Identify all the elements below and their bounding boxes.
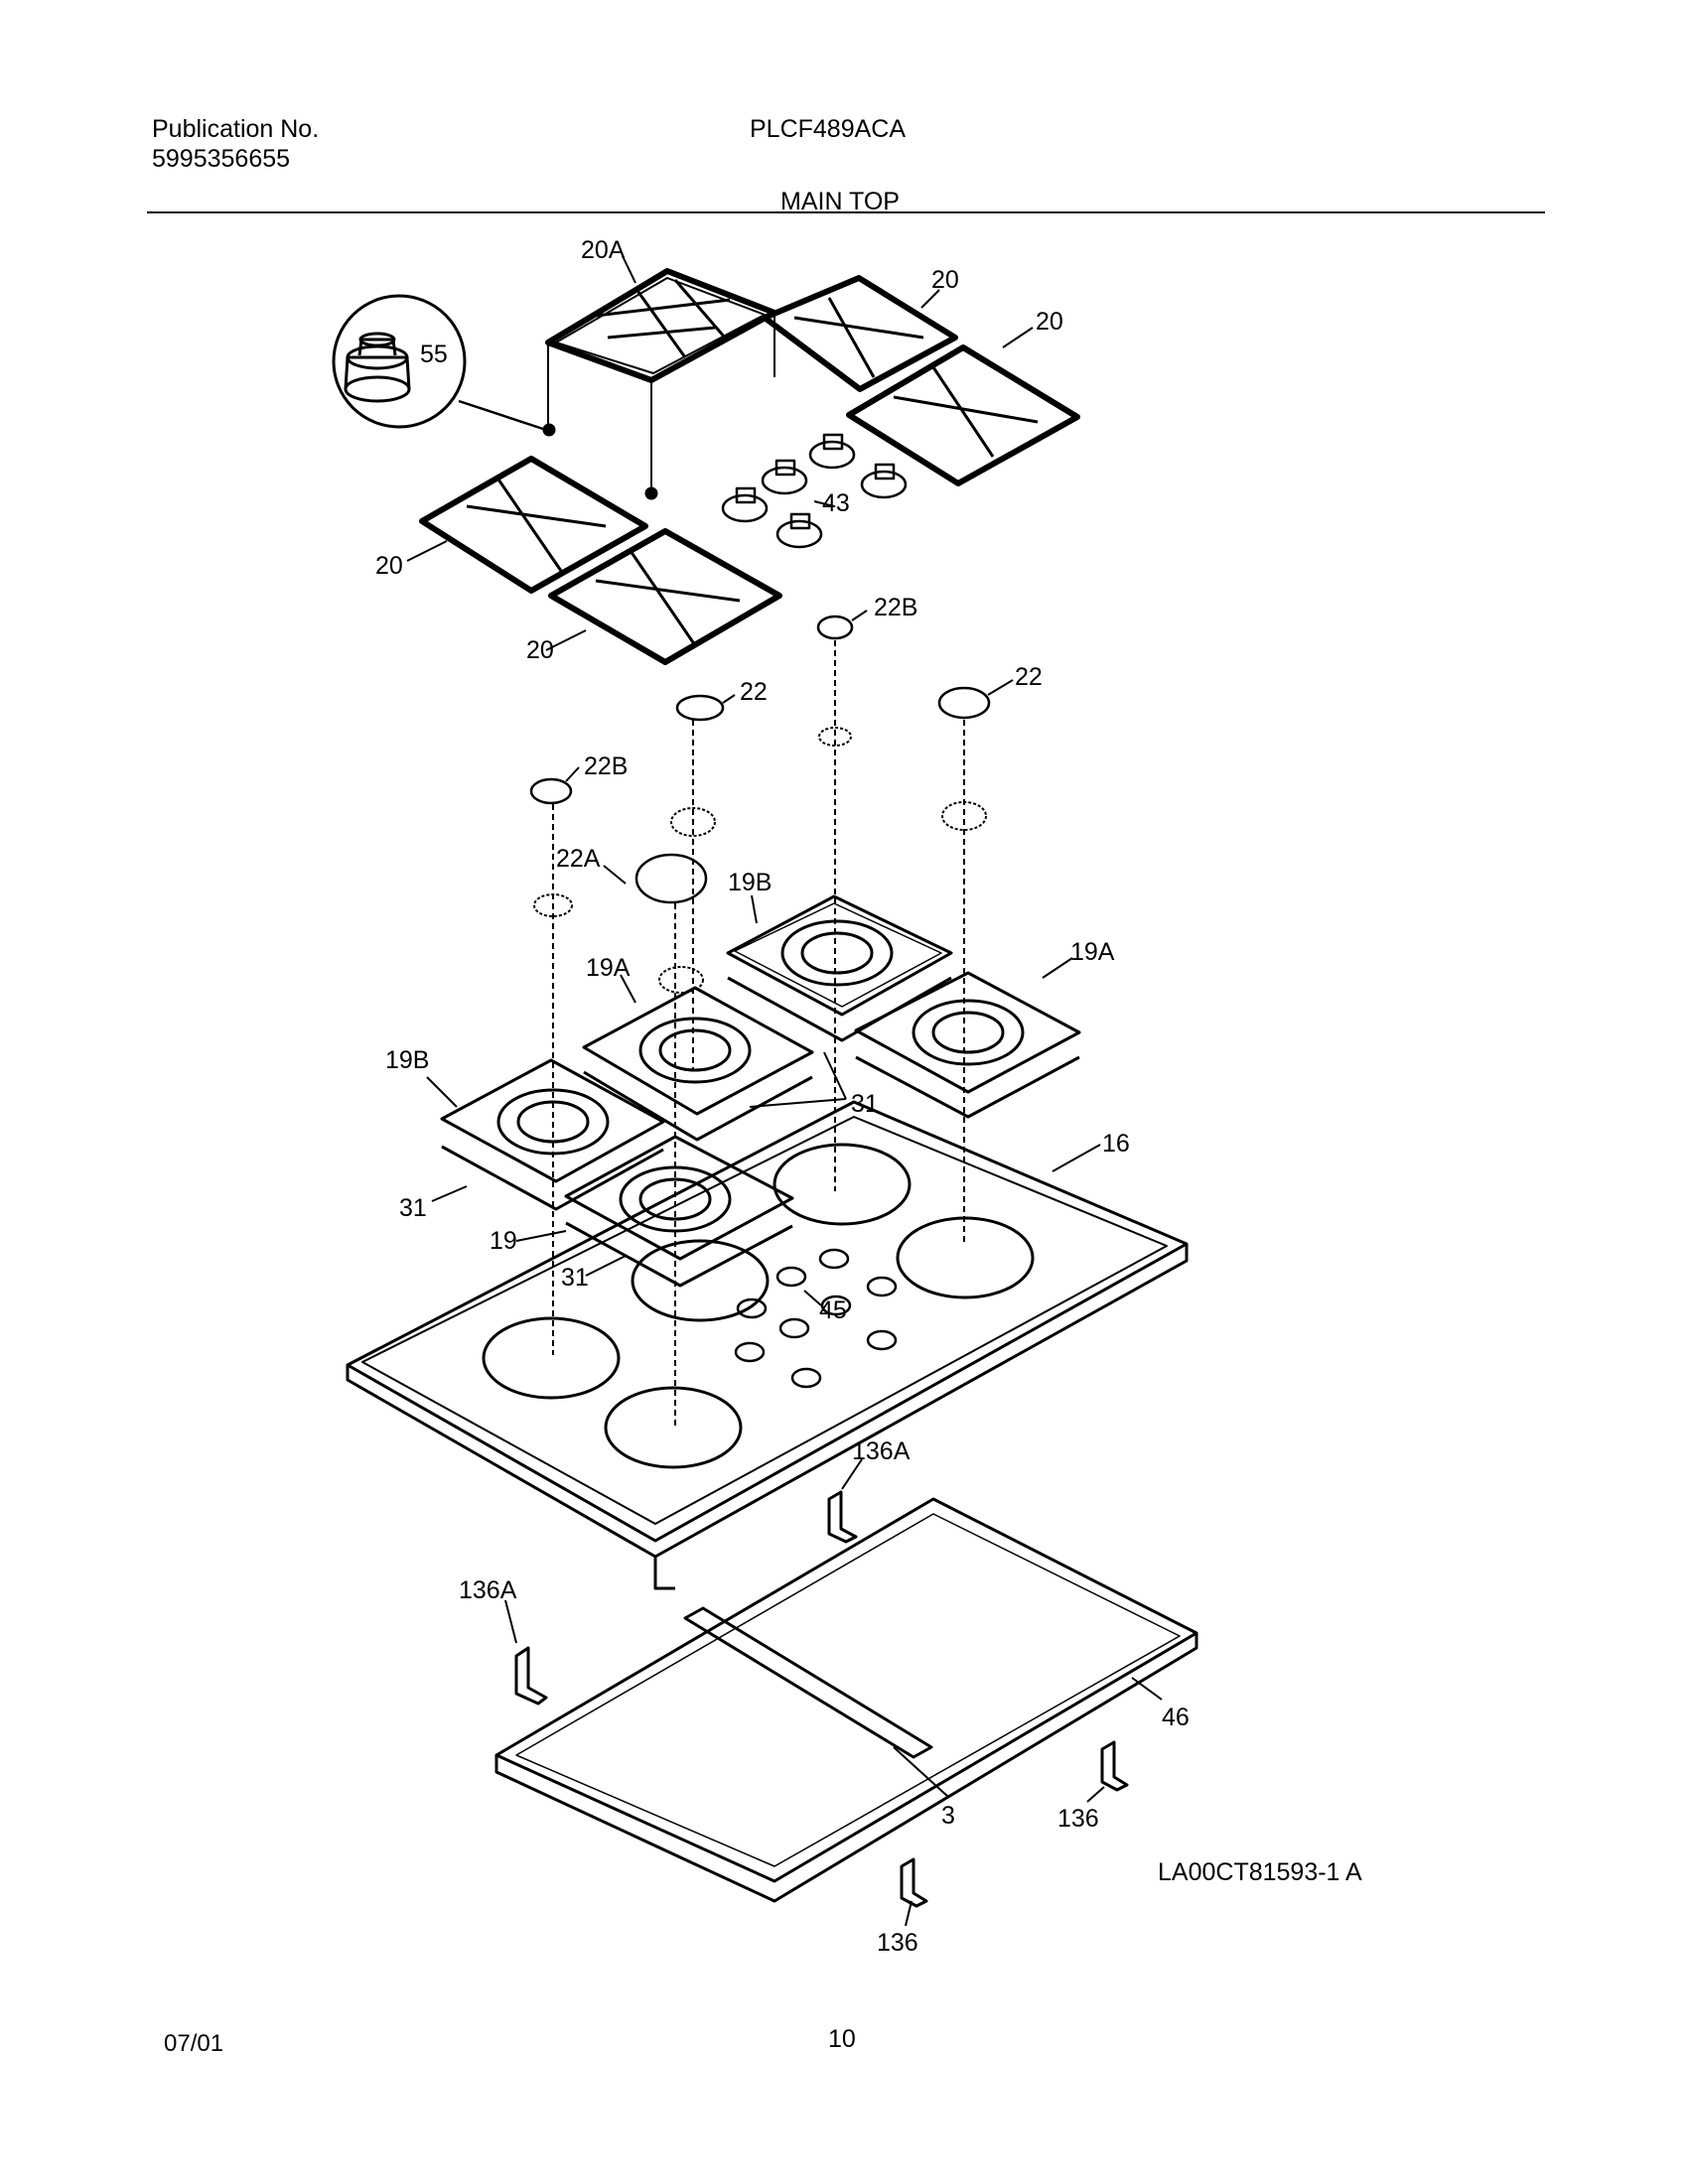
burner-box-46 [494, 1497, 1198, 1903]
detail-circle-55 [332, 294, 550, 433]
brackets [514, 1490, 1129, 1908]
header-rule [147, 211, 1545, 213]
grate-20a [542, 268, 777, 500]
callout: 20 [375, 552, 403, 580]
callout: 19B [728, 869, 772, 896]
burner-base-19a-left [582, 986, 814, 1142]
callout: 55 [420, 341, 448, 368]
callout: 20 [1036, 308, 1063, 336]
diagram-id: LA00CT81593-1 A [1158, 1858, 1362, 1886]
leader-lines [406, 255, 1163, 1927]
callout: 22 [1015, 663, 1043, 691]
model-number: PLCF489ACA [750, 115, 907, 143]
callout: 20 [931, 266, 959, 294]
callout: 43 [822, 489, 850, 517]
callout: 16 [1102, 1130, 1130, 1158]
callout: 31 [851, 1090, 879, 1118]
burner-base-19 [564, 1135, 794, 1288]
publication-number: 5995356655 [152, 145, 291, 173]
section-title: MAIN TOP [780, 188, 900, 215]
callout: 19B [385, 1046, 429, 1074]
burner-base-19b-rear [726, 894, 953, 1042]
burner-base-19b-left [440, 1058, 665, 1211]
callout: 19A [1070, 938, 1115, 966]
callout: 136 [1057, 1805, 1099, 1833]
callout: 3 [941, 1802, 955, 1830]
burner-base-19a-right [854, 971, 1081, 1119]
callout: 20 [526, 636, 554, 664]
callout: 22B [584, 752, 628, 780]
callout: 31 [561, 1264, 589, 1292]
publication-label: Publication No. [152, 115, 320, 143]
footer-date: 07/01 [164, 2030, 224, 2057]
callout: 31 [399, 1194, 427, 1222]
callout: 22A [556, 845, 601, 873]
grate-20-rear-center [762, 275, 958, 392]
grate-20-front-right [548, 528, 782, 665]
grate-20-front-left [419, 456, 648, 594]
callout: 136 [877, 1929, 918, 1957]
callout: 45 [819, 1297, 847, 1324]
callout: 19 [490, 1227, 517, 1255]
knobs-43 [721, 433, 908, 549]
callout: 22 [740, 678, 768, 706]
callout: 20A [581, 236, 626, 264]
callout: 136A [852, 1437, 911, 1465]
main-top-16 [346, 1100, 1189, 1590]
callout: 136A [459, 1576, 517, 1604]
burner-caps [529, 614, 991, 904]
callout: 46 [1162, 1704, 1190, 1731]
callout: 19A [586, 954, 631, 982]
page-number: 10 [828, 2025, 856, 2053]
callout: 22B [874, 594, 917, 621]
grate-20-rear-right [846, 344, 1080, 486]
